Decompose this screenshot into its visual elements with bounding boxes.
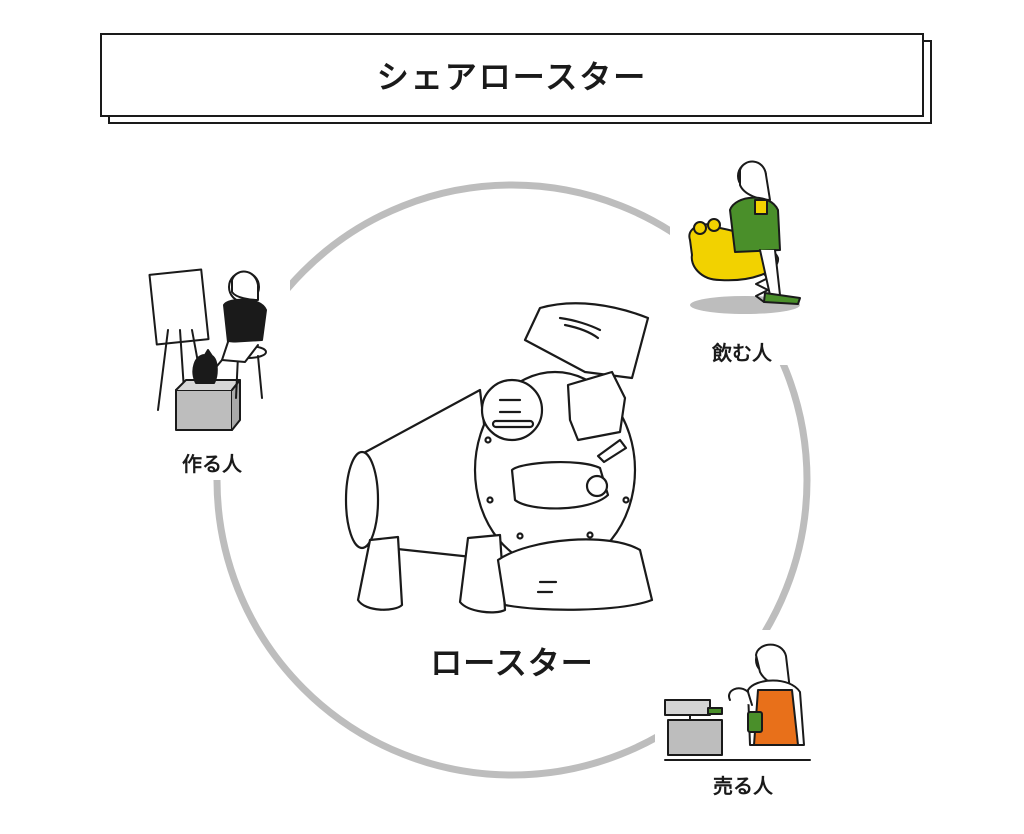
center-label-roaster: ロースター <box>430 644 594 682</box>
seller-icon <box>664 643 811 761</box>
page-title: シェアロースター <box>376 58 648 96</box>
painter-icon <box>148 268 267 431</box>
drinker-icon <box>688 160 801 314</box>
roaster-machine-icon <box>344 302 654 614</box>
participant-label-maker: 作る人 <box>182 452 242 476</box>
title-box: シェアロースター <box>100 33 924 117</box>
participant-label-drinker: 飲む人 <box>712 341 772 365</box>
participant-label-seller: 売る人 <box>713 774 773 798</box>
